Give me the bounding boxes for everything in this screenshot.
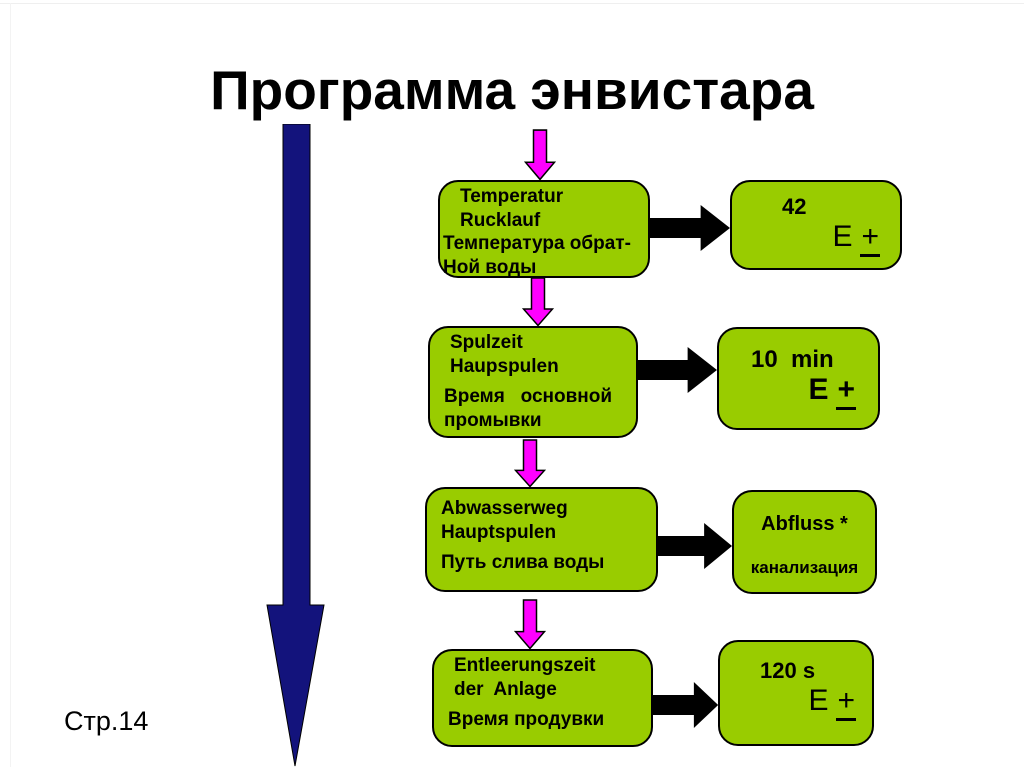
- flow-box-spulzeit: Spulzeit Haupspulen Время основной промы…: [428, 326, 638, 438]
- result-box-temperatur: 42 E+: [730, 180, 902, 270]
- result-line2: канализация: [750, 558, 859, 577]
- flow-box-line: Temperatur: [460, 186, 564, 207]
- page-number-label: Стр.14: [64, 706, 149, 736]
- result-arrow-1-icon: [650, 205, 730, 251]
- connector-arrow-3-icon: [514, 439, 546, 488]
- flow-box-temperatur: Temperatur Rucklauf Температура обрат- Н…: [438, 180, 650, 278]
- connector-arrow-4-icon: [514, 599, 546, 650]
- flow-box-line: Путь слива воды: [441, 552, 605, 573]
- slide-frame-left: [10, 3, 11, 767]
- flow-box-line: Температура обрат-: [443, 233, 631, 254]
- e-label: E: [808, 373, 829, 406]
- result-arrow-4-icon: [652, 682, 719, 728]
- result-value: 120 s: [760, 658, 816, 683]
- connector-arrow-1-icon: [524, 129, 556, 181]
- flow-box-line: Время продувки: [448, 709, 605, 730]
- flow-box-line: Rucklauf: [460, 209, 541, 231]
- result-arrow-2-icon: [637, 347, 717, 393]
- connector-arrow-2-icon: [522, 277, 554, 327]
- flow-box-line: Haupspulen: [450, 355, 559, 377]
- e-label: E: [808, 684, 829, 717]
- plus-underlined: +: [836, 686, 856, 721]
- timeline-down-arrow-icon: [266, 124, 325, 767]
- result-value: 10 min: [751, 346, 834, 373]
- flow-box-line: Entleerungszeit: [454, 655, 596, 676]
- flow-box-abwasserweg: Abwasserweg Hauptspulen Путь слива воды: [425, 487, 658, 592]
- result-line1: Abfluss *: [761, 513, 848, 535]
- result-arrow-3-icon: [656, 523, 733, 569]
- result-box-abfluss: Abfluss * канализация: [732, 490, 877, 594]
- slide-title: Программа энвистара: [210, 59, 814, 121]
- result-e-plus: E+: [719, 373, 878, 410]
- flow-box-line: промывки: [444, 409, 542, 431]
- result-e-plus: E+: [720, 684, 872, 721]
- flow-box-line: Spulzeit: [450, 332, 523, 353]
- plus-underlined: +: [836, 375, 856, 410]
- flow-box-line: Abwasserweg: [441, 498, 568, 519]
- result-value: 42: [782, 194, 807, 219]
- flow-box-line: der Anlage: [454, 678, 557, 700]
- plus-underlined: +: [860, 222, 880, 257]
- flow-box-line: Ной воды: [443, 256, 537, 278]
- result-box-spulzeit: 10 min E+: [717, 327, 880, 430]
- flow-box-line: Время основной: [444, 386, 613, 407]
- slide-frame-top: [0, 3, 1024, 4]
- result-e-plus: E+: [732, 220, 900, 257]
- e-label: E: [832, 220, 853, 253]
- flow-box-line: Hauptspulen: [441, 521, 557, 543]
- result-box-entleerungszeit: 120 s E+: [718, 640, 874, 746]
- flow-box-entleerungszeit: Entleerungszeit der Anlage Время продувк…: [432, 649, 653, 747]
